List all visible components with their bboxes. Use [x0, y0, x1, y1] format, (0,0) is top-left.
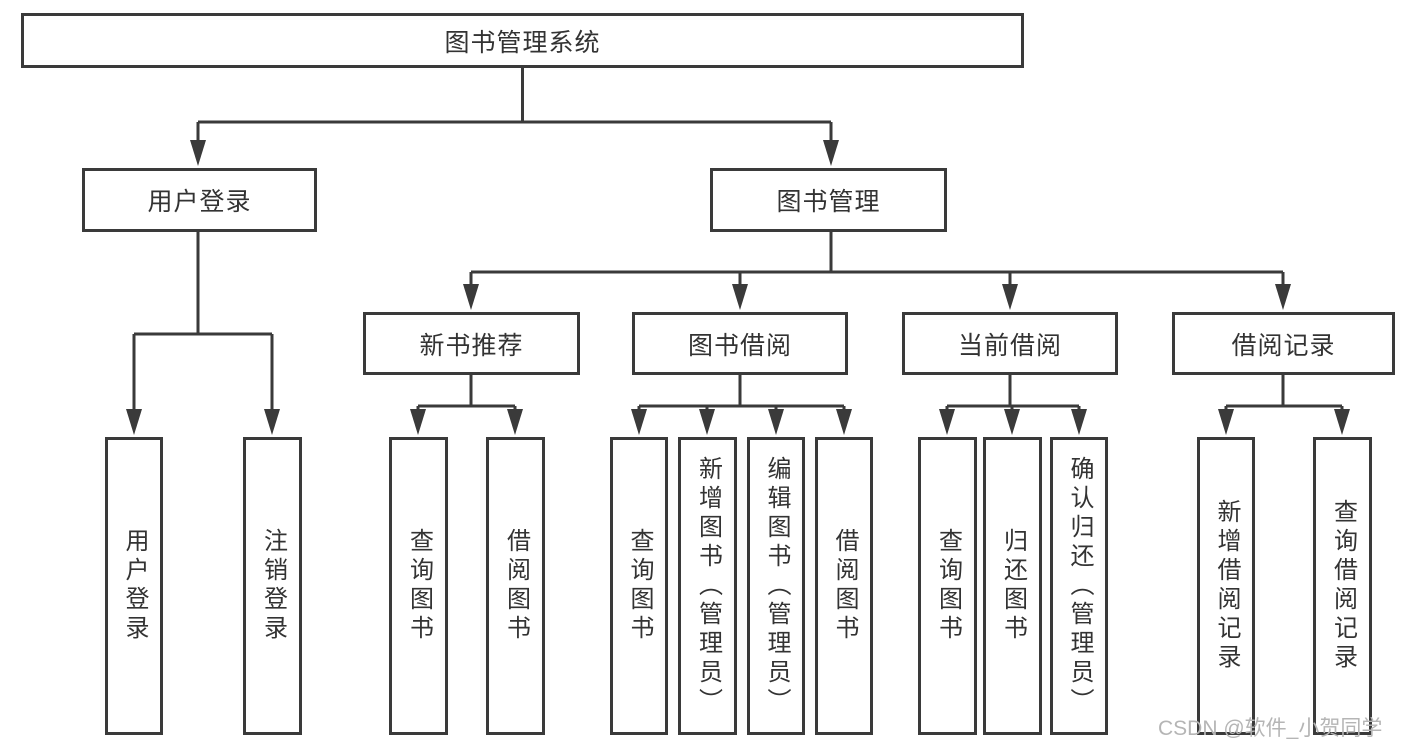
leaf-query-books-borrowing-label: 查询图书	[626, 528, 653, 644]
node-borrowing-records: 借阅记录	[1172, 312, 1395, 375]
leaf-edit-book-admin-label: 编辑图书（管理员）	[763, 455, 790, 717]
leaf-user-login: 用户登录	[105, 437, 163, 735]
leaf-user-login-label: 用户登录	[121, 528, 148, 644]
leaf-return-books: 归还图书	[983, 437, 1042, 735]
leaf-query-books-current-label: 查询图书	[934, 528, 962, 644]
leaf-borrow-books-recommend-label: 借阅图书	[502, 528, 530, 644]
leaf-confirm-return-admin: 确认归还（管理员）	[1050, 437, 1108, 735]
leaf-borrow-books-borrowing: 借阅图书	[815, 437, 873, 735]
node-book-borrowing: 图书借阅	[632, 312, 848, 375]
arrowheads	[126, 140, 1350, 435]
node-current-borrowing: 当前借阅	[902, 312, 1118, 375]
leaf-query-books-recommend: 查询图书	[389, 437, 448, 735]
node-new-book-recommend: 新书推荐	[363, 312, 580, 375]
node-book-management: 图书管理	[710, 168, 947, 232]
leaf-add-book-admin: 新增图书（管理员）	[678, 437, 737, 735]
leaf-logout: 注销登录	[243, 437, 302, 735]
csdn-watermark: CSDN @软件_小贺同学	[1158, 717, 1383, 740]
leaf-add-borrow-record: 新增借阅记录	[1197, 437, 1255, 735]
leaf-edit-book-admin: 编辑图书（管理员）	[747, 437, 805, 735]
leaf-add-borrow-record-label: 新增借阅记录	[1213, 499, 1240, 673]
leaf-query-books-recommend-label: 查询图书	[405, 528, 433, 644]
leaf-query-books-current: 查询图书	[918, 437, 977, 735]
leaf-return-books-label: 归还图书	[999, 528, 1027, 644]
leaf-query-borrow-record: 查询借阅记录	[1313, 437, 1372, 735]
node-user-login: 用户登录	[82, 168, 317, 232]
node-root: 图书管理系统	[21, 13, 1024, 68]
leaf-query-books-borrowing: 查询图书	[610, 437, 668, 735]
leaf-borrow-books-borrowing-label: 借阅图书	[831, 528, 858, 644]
leaf-confirm-return-admin-label: 确认归还（管理员）	[1066, 455, 1093, 717]
leaf-borrow-books-recommend: 借阅图书	[486, 437, 545, 735]
leaf-add-book-admin-label: 新增图书（管理员）	[694, 455, 722, 717]
leaf-query-borrow-record-label: 查询借阅记录	[1329, 499, 1357, 673]
leaf-logout-label: 注销登录	[259, 528, 287, 644]
